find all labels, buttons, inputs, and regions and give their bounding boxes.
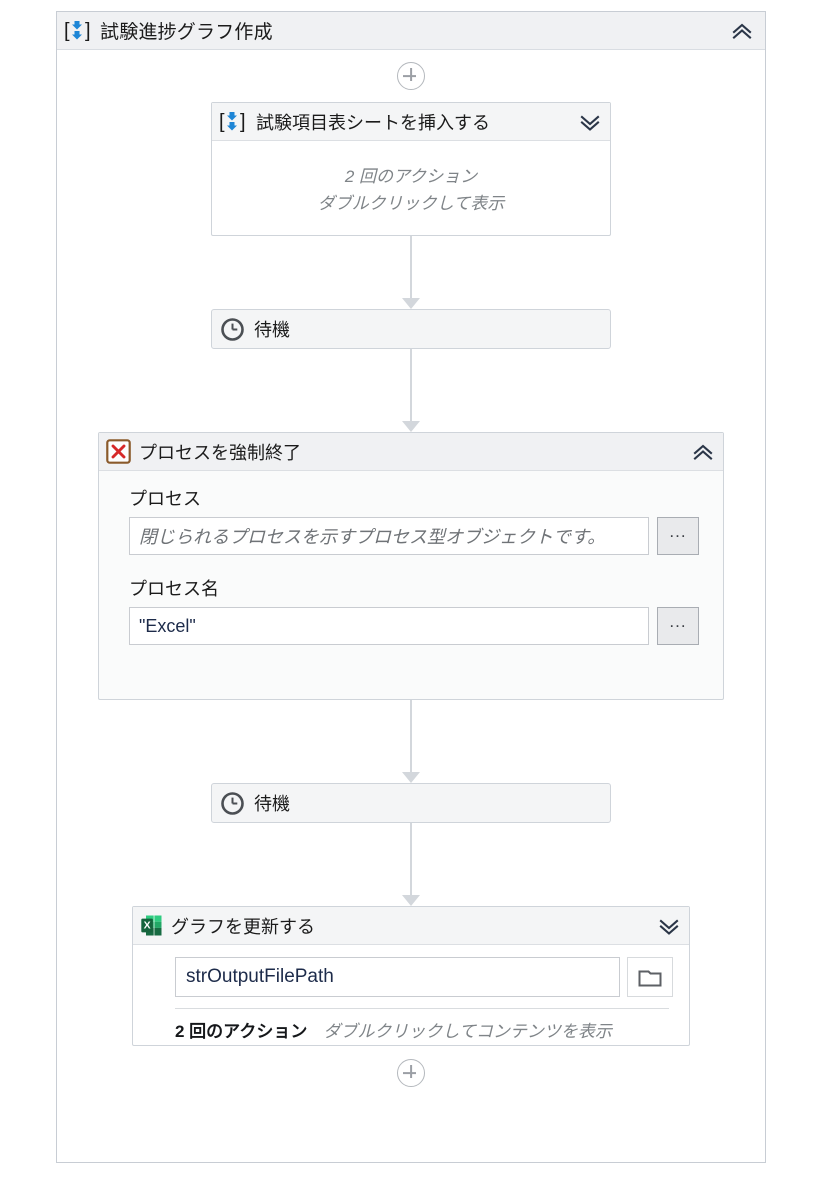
activity-title: グラフを更新する bbox=[171, 916, 315, 937]
connector-line bbox=[410, 236, 412, 298]
activity-properties: プロセス 閉じられるプロセスを示すプロセス型オブジェクトです。 ... プロセス… bbox=[99, 471, 723, 699]
connector-arrowhead bbox=[402, 895, 420, 906]
connector-line bbox=[410, 700, 412, 772]
double-click-hint: ダブルクリックしてコンテンツを表示 bbox=[323, 1022, 612, 1041]
svg-text:[: [ bbox=[64, 20, 70, 42]
sequence-container[interactable]: [ ] 試験進捗グラフ作成 bbox=[56, 11, 766, 1163]
action-count-label: 2 回のアクション bbox=[175, 1022, 308, 1041]
process-browse-button[interactable]: ... bbox=[657, 517, 699, 555]
node-row-update-chart: X グラフを更新する bbox=[57, 906, 765, 1046]
double-click-hint: ダブルクリックして表示 bbox=[317, 194, 505, 213]
sequence-header[interactable]: [ ] 試験進捗グラフ作成 bbox=[57, 12, 765, 50]
process-name-input[interactable]: "Excel" bbox=[129, 607, 649, 645]
activity-insert-test-item-sheet[interactable]: [ ] 試験項目表シートを挿入する bbox=[211, 102, 611, 236]
sequence-icon: [ ] bbox=[218, 108, 248, 136]
process-name-field-row: "Excel" ... bbox=[129, 607, 699, 645]
process-input[interactable]: 閉じられるプロセスを示すプロセス型オブジェクトです。 bbox=[129, 517, 649, 555]
connector-arrowhead bbox=[402, 421, 420, 432]
activity-title: プロセスを強制終了 bbox=[139, 442, 301, 463]
process-name-value: "Excel" bbox=[139, 615, 196, 636]
activity-title: 試験項目表シートを挿入する bbox=[256, 112, 490, 133]
node-row-insert-sheet: [ ] 試験項目表シートを挿入する bbox=[57, 102, 765, 236]
action-count-label: 2 回のアクション bbox=[344, 167, 478, 186]
svg-text:]: ] bbox=[85, 20, 91, 42]
workbook-path-field-row: strOutputFilePath bbox=[175, 957, 673, 997]
collapse-sequence-button[interactable] bbox=[727, 18, 757, 44]
activity-title: 待機 bbox=[254, 794, 290, 814]
connector-line bbox=[410, 823, 412, 895]
add-activity-button-top[interactable] bbox=[397, 62, 425, 90]
activity-header[interactable]: X グラフを更新する bbox=[133, 907, 689, 945]
activity-wait-2[interactable]: 待機 bbox=[211, 783, 611, 823]
sequence-icon: [ ] bbox=[63, 17, 93, 45]
node-row-wait-1: 待機 bbox=[57, 309, 765, 349]
node-row-kill-process: プロセスを強制終了 プロセス 閉じられるプロセスを bbox=[57, 432, 765, 700]
svg-text:]: ] bbox=[240, 111, 246, 133]
node-row-wait-2: 待機 bbox=[57, 783, 765, 823]
clock-icon bbox=[220, 317, 244, 341]
connector-line bbox=[410, 349, 412, 421]
activity-kill-process[interactable]: プロセスを強制終了 プロセス 閉じられるプロセスを bbox=[98, 432, 724, 700]
process-name-field-label: プロセス名 bbox=[129, 579, 219, 599]
expand-activity-button[interactable] bbox=[575, 109, 605, 135]
browse-folder-button[interactable] bbox=[627, 957, 673, 997]
sequence-body: [ ] 試験項目表シートを挿入する bbox=[57, 50, 765, 1162]
activity-title: 待機 bbox=[254, 320, 290, 340]
connector-arrow bbox=[398, 236, 424, 309]
add-activity-button-bottom[interactable] bbox=[397, 1059, 425, 1087]
activity-collapsed-body: 2 回のアクション ダブルクリックして表示 bbox=[212, 141, 610, 235]
clock-icon bbox=[220, 791, 244, 815]
activity-properties: strOutputFilePath 2 回のアクション ダブルクリックしてコンテ… bbox=[133, 945, 689, 1045]
process-field-row: 閉じられるプロセスを示すプロセス型オブジェクトです。 ... bbox=[129, 517, 699, 555]
page-title: 試験進捗グラフ作成 bbox=[100, 22, 273, 43]
activity-update-chart[interactable]: X グラフを更新する bbox=[132, 906, 690, 1046]
collapse-activity-button[interactable] bbox=[688, 439, 718, 465]
expand-activity-button[interactable] bbox=[654, 913, 684, 939]
process-field-label: プロセス bbox=[129, 489, 201, 509]
connector-arrowhead bbox=[402, 772, 420, 783]
connector-arrow bbox=[398, 700, 424, 783]
activity-wait-1[interactable]: 待機 bbox=[211, 309, 611, 349]
kill-process-icon bbox=[105, 439, 131, 465]
activity-header[interactable]: [ ] 試験項目表シートを挿入する bbox=[212, 103, 610, 141]
top-add-row bbox=[57, 62, 765, 90]
svg-text:X: X bbox=[143, 920, 150, 932]
connector-arrow bbox=[398, 823, 424, 906]
excel-icon: X bbox=[139, 914, 163, 938]
connector-arrowhead bbox=[402, 298, 420, 309]
connector-arrow bbox=[398, 349, 424, 432]
workbook-path-input[interactable]: strOutputFilePath bbox=[175, 957, 620, 997]
bottom-add-row bbox=[57, 1059, 765, 1087]
process-name-browse-button[interactable]: ... bbox=[657, 607, 699, 645]
svg-text:[: [ bbox=[219, 111, 225, 133]
activity-footer: 2 回のアクション ダブルクリックしてコンテンツを表示 bbox=[175, 1008, 669, 1042]
activity-header[interactable]: プロセスを強制終了 bbox=[99, 433, 723, 471]
